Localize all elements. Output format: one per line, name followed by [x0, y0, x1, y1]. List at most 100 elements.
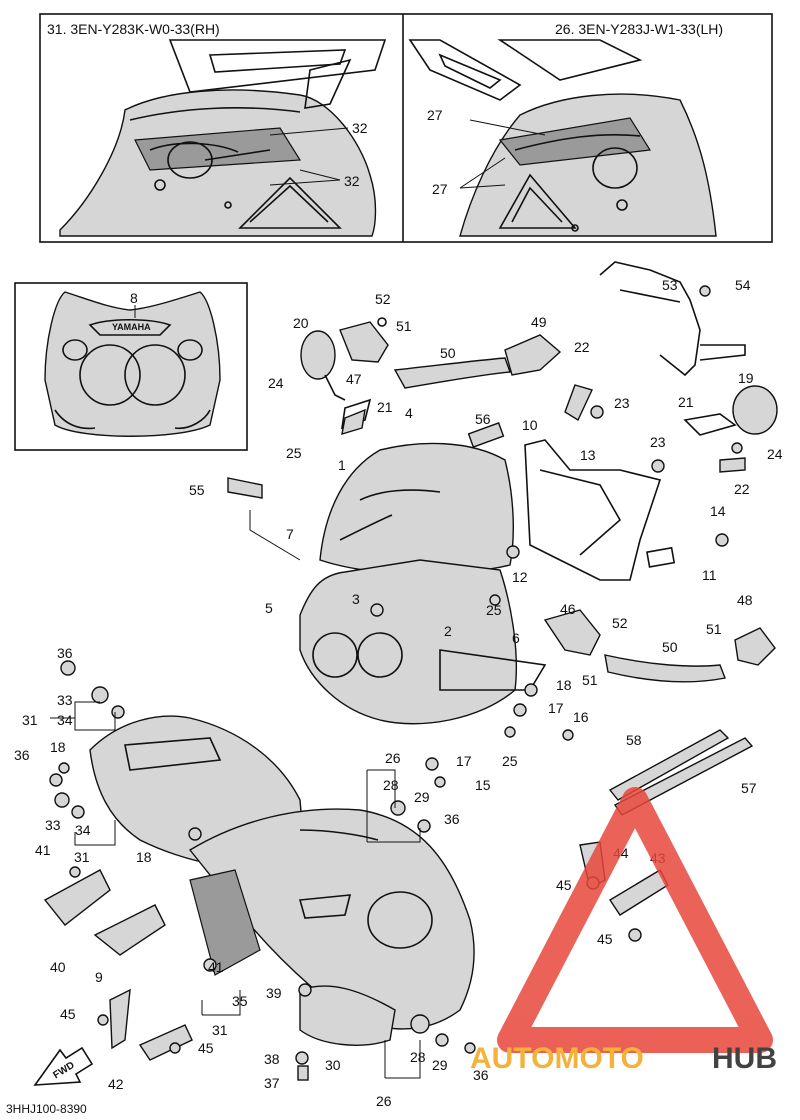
- callout-45-c: 45: [60, 1006, 76, 1022]
- callout-23-a: 23: [614, 395, 630, 411]
- callout-21-b: 21: [678, 394, 694, 410]
- callout-50-b: 50: [662, 639, 678, 655]
- callout-27-b: 27: [432, 181, 448, 197]
- callout-40: 40: [50, 959, 66, 975]
- callout-51-c: 51: [582, 672, 598, 688]
- callout-45-a: 45: [556, 877, 572, 893]
- callout-10: 10: [522, 417, 538, 433]
- callout-37: 37: [264, 1075, 280, 1091]
- callout-30: 30: [325, 1057, 341, 1073]
- callout-25-a: 25: [286, 445, 302, 461]
- callout-14: 14: [710, 503, 726, 519]
- callout-22-b: 22: [734, 481, 750, 497]
- inset-right-title: 31. 3EN-Y283K-W0-33(RH): [47, 21, 220, 37]
- callout-36-a: 36: [57, 645, 73, 661]
- seal-strip-58: [608, 729, 730, 801]
- callout-41-b: 41: [208, 959, 224, 975]
- lh-side-cowl-drawing: [408, 39, 717, 237]
- decal-inset-frame: [14, 282, 248, 451]
- callout-42: 42: [108, 1076, 124, 1092]
- callout-35: 35: [232, 993, 248, 1009]
- callout-24-a: 24: [268, 375, 284, 391]
- callout-11: 11: [702, 567, 717, 583]
- callout-20: 20: [293, 315, 309, 331]
- callout-28-a: 28: [383, 777, 399, 793]
- callout-18-b: 18: [50, 739, 66, 755]
- callout-23-b: 23: [650, 434, 666, 450]
- callout-45-d: 45: [198, 1040, 214, 1056]
- decal-emblem-text: YAMAHA: [112, 322, 151, 332]
- group-brackets: [50, 510, 421, 1079]
- callout-18-c: 18: [136, 849, 152, 865]
- watermark-text-2: HUB: [712, 1042, 777, 1075]
- callout-25-b: 25: [486, 602, 502, 618]
- windscreen: [319, 442, 514, 575]
- callout-29-a: 29: [414, 789, 430, 805]
- callout-3: 3: [352, 591, 360, 607]
- callout-51-b: 51: [706, 621, 722, 637]
- callout-25-c: 25: [502, 753, 518, 769]
- callout-15: 15: [475, 777, 491, 793]
- callout-16: 16: [573, 709, 589, 725]
- mirror-left: [300, 330, 336, 380]
- diagram-code: 3HHJ100-8390: [6, 1102, 87, 1116]
- callout-33-b: 33: [45, 817, 61, 833]
- callout-54: 54: [735, 277, 751, 293]
- callout-36-b: 36: [14, 747, 30, 763]
- callout-5: 5: [265, 600, 273, 616]
- callout-52-b: 52: [612, 615, 628, 631]
- callout-7: 7: [286, 526, 294, 542]
- fwd-label: FWD: [51, 1060, 76, 1081]
- callout-6: 6: [512, 630, 520, 646]
- callout-48: 48: [737, 592, 753, 608]
- callout-45-b: 45: [597, 931, 613, 947]
- callout-21-a: 21: [377, 399, 393, 415]
- top-inset-frame: [39, 13, 773, 243]
- rh-side-cowl-drawing: [59, 39, 387, 237]
- callout-53: 53: [662, 277, 678, 293]
- callout-32-b: 32: [344, 173, 360, 189]
- upper-cowl: [299, 559, 518, 725]
- watermark: AUTOMOTO HUB: [470, 787, 777, 1075]
- callout-39: 39: [266, 985, 282, 1001]
- fwd-arrow-icon: [33, 1046, 94, 1086]
- callout-8: 8: [130, 290, 138, 306]
- callout-26-a: 26: [385, 750, 401, 766]
- callout-17-b: 17: [456, 753, 472, 769]
- callouts: 52 20 51 50 49 24 47 21 53 54 22 23 19 2…: [14, 277, 783, 1109]
- callout-36-d: 36: [473, 1067, 489, 1083]
- callout-46: 46: [560, 601, 576, 617]
- callout-38: 38: [264, 1051, 280, 1067]
- callout-28-b: 28: [410, 1049, 426, 1065]
- watermark-text-1: AUTOMOTO: [470, 1042, 644, 1075]
- decal-inset: YAMAHA 8: [14, 282, 248, 451]
- lower-cowls: [89, 715, 475, 1046]
- callout-24-b: 24: [767, 446, 783, 462]
- mirror-right: [732, 385, 778, 435]
- callout-31-a: 31: [22, 712, 38, 728]
- inset-left-title: 26. 3EN-Y283J-W1-33(LH): [555, 21, 723, 37]
- callout-58: 58: [626, 732, 642, 748]
- callout-27-a: 27: [427, 107, 443, 123]
- callout-12: 12: [512, 569, 528, 585]
- callout-9: 9: [95, 969, 103, 985]
- upper-parts: [299, 261, 778, 816]
- callout-26-b: 26: [376, 1093, 392, 1109]
- watermark-triangle-icon: [497, 787, 773, 1053]
- callout-18-a: 18: [556, 677, 572, 693]
- callout-31-b: 31: [74, 849, 90, 865]
- callout-31-c: 31: [212, 1022, 228, 1038]
- callout-34-a: 34: [57, 712, 73, 728]
- callout-1: 1: [338, 457, 346, 473]
- callout-4: 4: [405, 405, 413, 421]
- callout-32-a: 32: [352, 120, 368, 136]
- callout-50-a: 50: [440, 345, 456, 361]
- callout-49: 49: [531, 314, 547, 330]
- callout-29-b: 29: [432, 1057, 448, 1073]
- callout-2: 2: [444, 623, 452, 639]
- callout-41-a: 41: [35, 842, 51, 858]
- callout-52-a: 52: [375, 291, 391, 307]
- callout-47: 47: [346, 371, 362, 387]
- callout-55: 55: [189, 482, 205, 498]
